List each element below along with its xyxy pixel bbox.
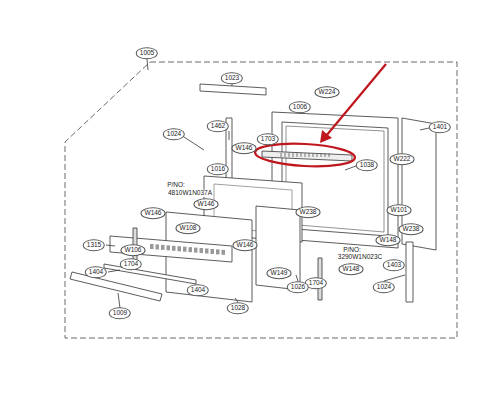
part-number: 3290W1N023C [337,254,383,261]
leader-line [300,113,301,114]
callout-number: 1006 [289,101,311,113]
highlight-ellipse [254,141,355,168]
highlight-arrowhead [320,130,332,143]
callout-number: 1023 [221,72,243,84]
callout-number: W148 [339,263,364,275]
panel-key [172,246,176,251]
callout-number: 1704 [120,258,142,270]
leader-line [420,128,429,130]
leader-line [345,166,356,170]
callout-number: 1404 [85,266,107,278]
callout-number: 1315 [83,239,105,251]
callout-number: W146 [232,142,257,154]
panel-key [189,247,193,252]
callout-number: 1005 [136,47,158,59]
callout-number: W148 [376,234,401,246]
leader-line [384,275,405,281]
callout-number: 1016 [207,163,229,175]
top-trim [200,84,266,95]
panel-key [150,244,154,249]
callout-number: 1009 [109,307,131,319]
callout-number: 1403 [383,259,405,271]
callout-number: W146 [141,207,166,219]
callout-number: 1028 [227,302,249,314]
callout-number: W108 [176,222,201,234]
callout-number: W146 [233,239,258,251]
callout-number: 1024 [163,128,185,140]
panel-key [194,248,198,253]
leader-line [184,137,204,150]
leader-line [232,84,233,86]
part-number: P/NO: [342,247,362,254]
callout-number: 1703 [257,133,279,145]
callout-number: W222 [390,153,415,165]
panel-key [222,250,226,255]
callout-number: 1404 [187,284,209,296]
callout-number: 1401 [429,121,451,133]
panel-key [178,246,182,251]
leader-line [229,131,230,140]
callout-number: W106 [121,244,146,256]
callout-number: 1024 [373,281,395,293]
callout-number: W146 [194,198,219,210]
panel-key [200,248,204,253]
leader-line [108,270,120,272]
vent-bracket [262,151,352,161]
callout-number: 1038 [356,159,378,171]
glass-holder [256,206,300,290]
callout-number: W101 [387,204,412,216]
part-number: 4810W1N037A [167,190,213,197]
callout-number: 1026 [287,281,309,293]
callout-number: 1462 [207,120,229,132]
leader-line [106,245,115,246]
panel-key [216,249,220,254]
panel-key [167,245,171,250]
panel-key [211,249,215,254]
panel-key [183,247,187,252]
leader-line [296,275,298,281]
panel-key [156,244,160,249]
panel-key [161,245,165,250]
callout-number: W149 [267,267,292,279]
lower-strip [104,264,196,284]
leader-line [147,59,148,70]
callout-number: W224 [315,86,340,98]
inner-glass-1038 [286,126,384,232]
leader-line [118,293,120,308]
panel-key [205,249,209,254]
highlight-arrow [326,64,386,136]
callout-number: W238 [296,206,321,218]
door-handle [70,272,162,301]
dashed-enclosure [65,62,457,338]
callout-number: W238 [399,223,424,235]
side-strip [406,242,413,302]
part-number: P/NO: [166,182,186,189]
